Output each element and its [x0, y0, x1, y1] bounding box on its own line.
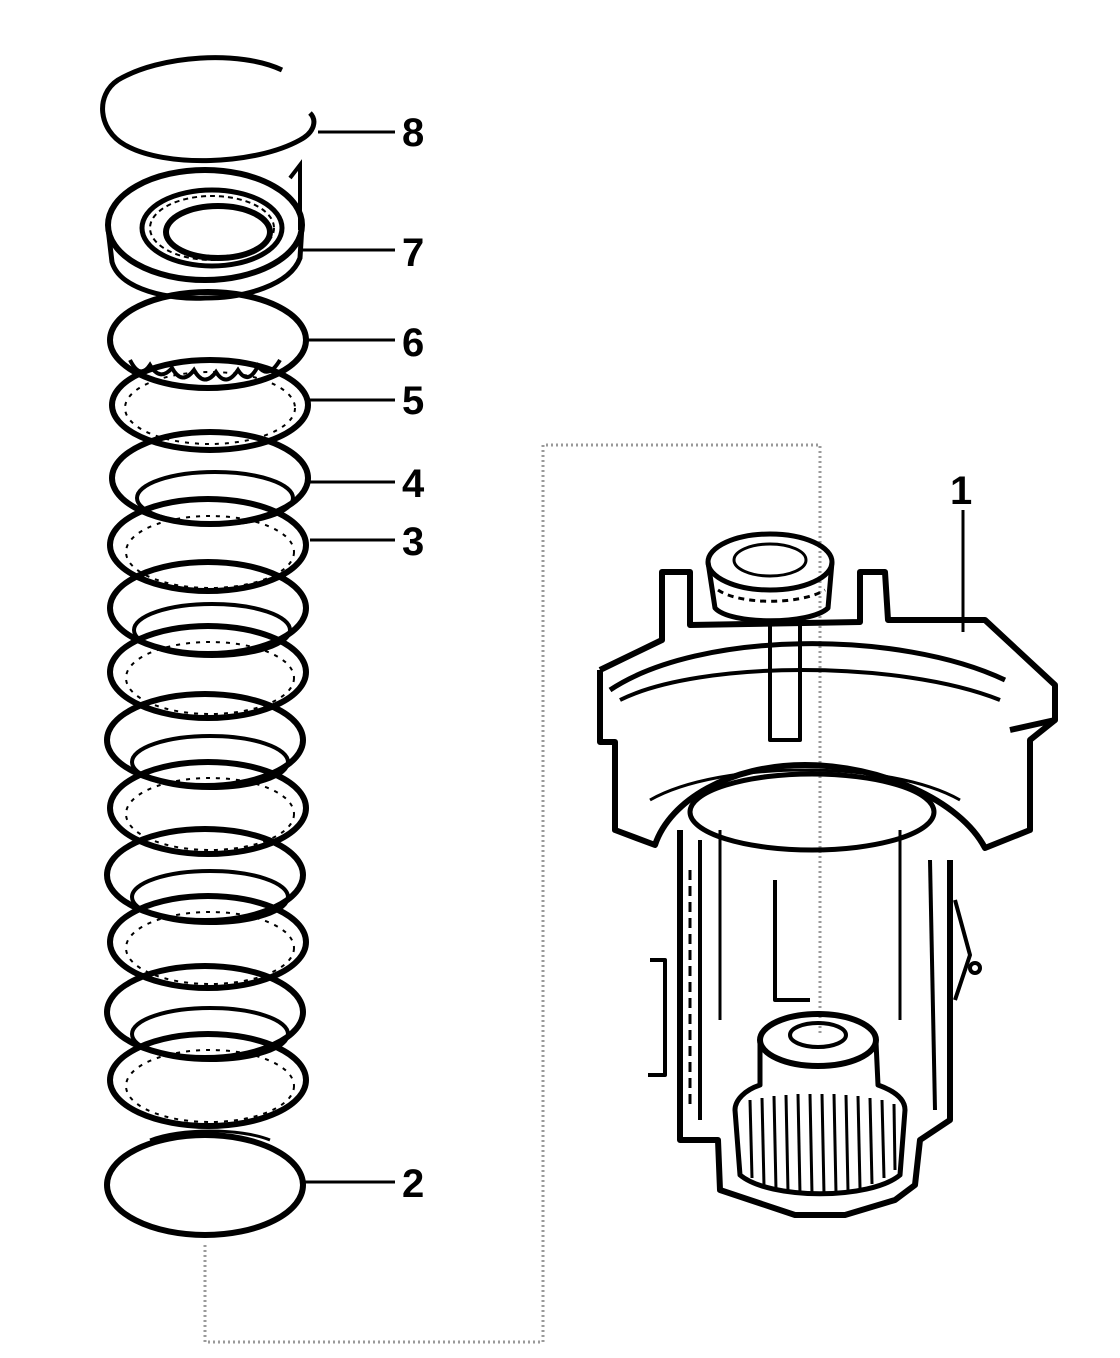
steel-plate: [107, 1031, 309, 1129]
callout-6: 6: [402, 321, 424, 365]
steel-plate: [107, 893, 309, 991]
callout-1: 1: [950, 469, 972, 513]
friction-disc-4: [109, 429, 311, 527]
assembly-guide-bracket: [203, 443, 822, 1344]
callout-4: 4: [402, 462, 425, 506]
callout-8: 8: [402, 111, 424, 155]
friction-disc: [107, 559, 309, 658]
callout-labels: 8 7 6 5 4 3 2 1: [402, 111, 972, 1206]
steel-plate-3: [107, 496, 309, 594]
callout-5: 5: [402, 379, 424, 423]
leader-lines: [300, 130, 965, 1184]
callout-7: 7: [402, 231, 424, 275]
callout-2: 2: [402, 1162, 424, 1206]
callout-3: 3: [402, 520, 424, 564]
snap-ring-8: [100, 55, 317, 164]
clutch-housing-1: [597, 531, 1058, 1218]
friction-disc: [104, 826, 306, 925]
clutch-pack-stack: [100, 55, 317, 1238]
steel-plate: [107, 759, 309, 857]
bottom-plate-2: [104, 1129, 306, 1238]
pressure-plate-7: [105, 159, 305, 301]
friction-disc: [104, 963, 306, 1062]
friction-disc: [104, 691, 306, 790]
steel-plate-5: [109, 357, 311, 453]
steel-plate: [107, 623, 309, 721]
